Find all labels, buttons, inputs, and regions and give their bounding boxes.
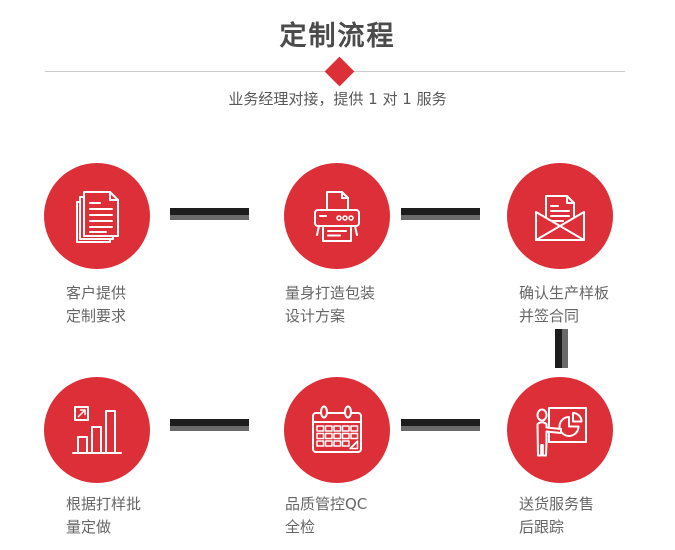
step-5-label: 品质管控QC 全检 [285, 495, 368, 536]
printer-icon [314, 191, 360, 242]
step-6-circle [507, 377, 613, 483]
step-3-circle [507, 163, 613, 269]
step-2-circle [284, 163, 390, 269]
diamond-accent-icon [324, 56, 355, 87]
connector-step3-step6 [555, 329, 568, 368]
connector-step5-step6 [401, 419, 480, 431]
step-1-label: 客户提供 定制要求 [66, 284, 127, 325]
step-6-label: 送货服务售 后跟踪 [519, 495, 595, 536]
step-4-label: 根据打样批 量定做 [66, 495, 142, 536]
connector-step4-step5 [170, 419, 249, 431]
step-2-label: 量身打造包装 设计方案 [285, 284, 376, 325]
page-title: 定制流程 [279, 21, 396, 52]
bar-chart-growth-icon [72, 406, 122, 454]
calendar-icon [312, 405, 362, 453]
connector-step2-step3 [401, 208, 480, 220]
envelope-letter-icon [535, 195, 585, 241]
stacked-documents-icon [76, 191, 119, 243]
step-1-circle [44, 163, 150, 269]
step-4-circle [44, 377, 150, 483]
subtitle: 业务经理对接，提供 1 对 1 服务 [228, 90, 447, 108]
step-5-circle [284, 377, 390, 483]
presentation-board-icon [536, 407, 587, 457]
connector-step1-step2 [170, 208, 249, 220]
step-3-label: 确认生产样板 并签合同 [519, 284, 610, 325]
